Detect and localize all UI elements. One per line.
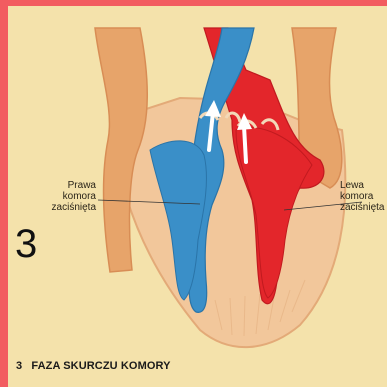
right-ventricle-label: Prawa komora zaciśnięta: [50, 180, 96, 213]
caption-title: FAZA SKURCZU KOMORY: [31, 360, 170, 372]
left-ventricle-label: Lewa komora zaciśnięta: [340, 180, 386, 213]
figure-number: 3: [15, 222, 37, 266]
figure-caption: 3 FAZA SKURCZU KOMORY: [16, 360, 171, 372]
caption-number: 3: [16, 360, 22, 372]
